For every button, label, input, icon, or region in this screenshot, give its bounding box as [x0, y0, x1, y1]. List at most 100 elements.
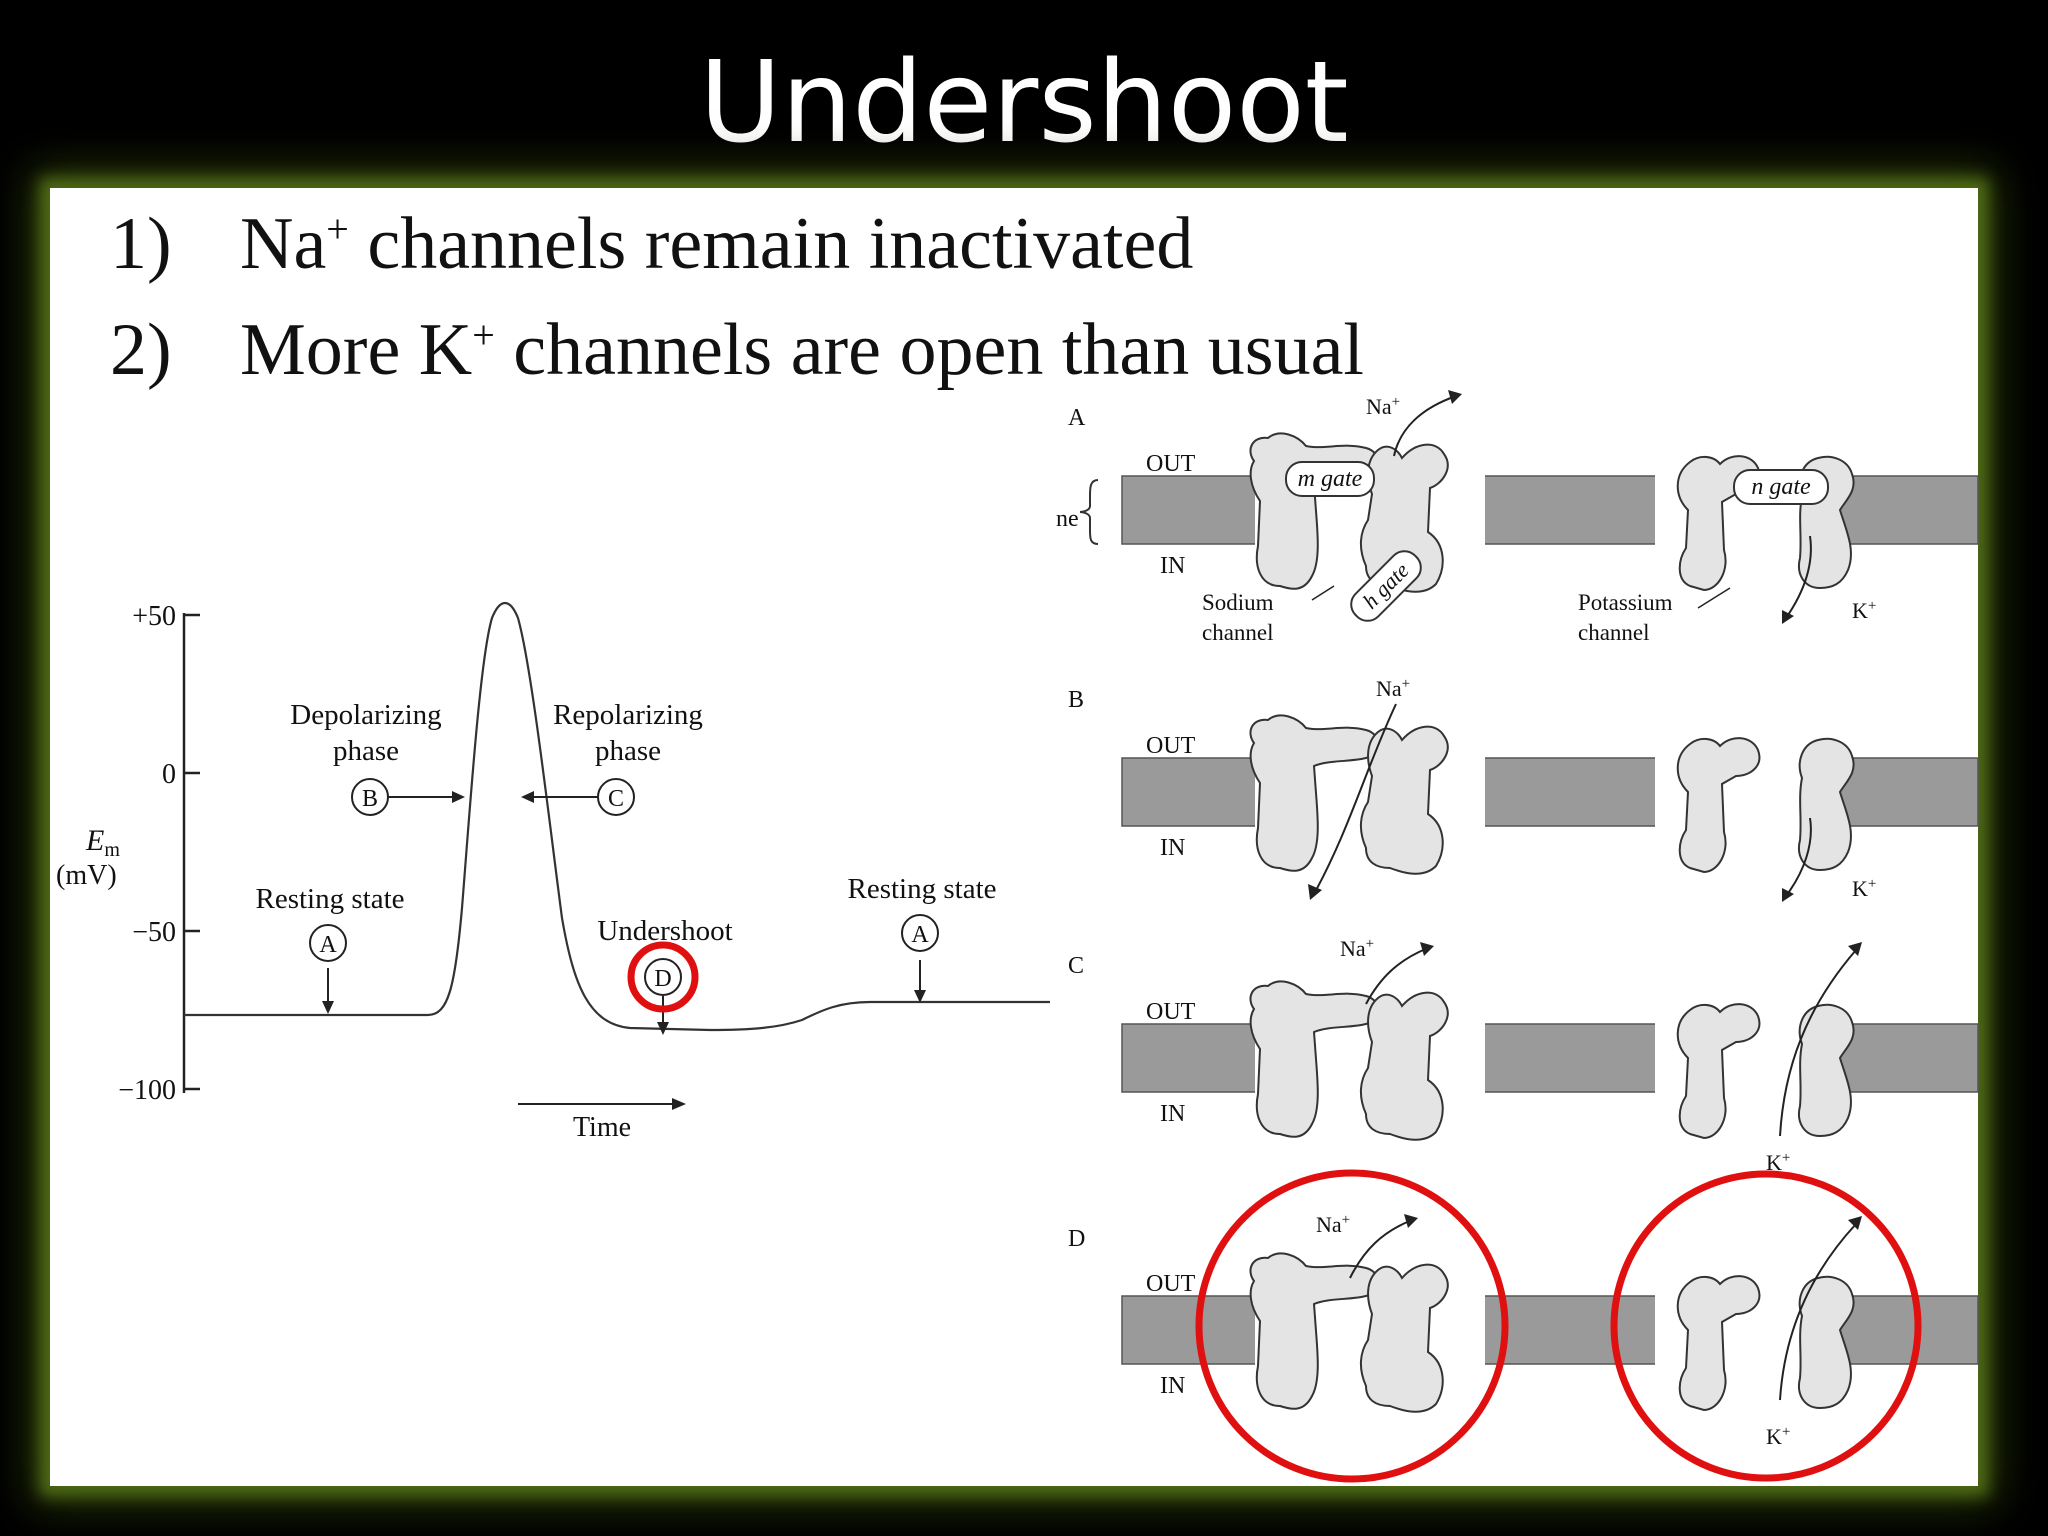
y-axis-label: Em — [85, 824, 120, 861]
na-flow-arrow — [1349, 1219, 1413, 1279]
arrowhead — [1420, 942, 1434, 956]
h-gate-box — [1350, 550, 1422, 622]
state-label-resting-right: Resting state — [847, 873, 996, 905]
arrowhead — [1782, 888, 1794, 902]
k-flow-arrow — [1779, 1223, 1857, 1401]
bullet-number: 2) — [110, 309, 172, 391]
x-axis-label: Time — [573, 1112, 631, 1143]
marker-b: B — [362, 786, 378, 812]
undershoot-highlight-circle — [627, 941, 699, 1013]
arrowhead — [657, 1022, 669, 1035]
membrane-potential-trace — [184, 601, 1050, 1032]
arrowhead — [1448, 390, 1462, 404]
na-ion-label: Na+ — [1340, 936, 1374, 961]
potassium-label: Potassium — [1578, 590, 1673, 615]
na-flow-arrow — [1313, 703, 1397, 895]
out-label: OUT — [1146, 1271, 1196, 1297]
na-flow-arrow — [1393, 395, 1457, 457]
sodium-channel-label: channel — [1202, 620, 1274, 645]
in-label: IN — [1160, 1101, 1185, 1127]
in-label: IN — [1160, 553, 1185, 579]
arrowhead — [521, 791, 534, 803]
na-ion-label: Na+ — [1376, 676, 1410, 701]
out-label: OUT — [1146, 733, 1196, 759]
arrowhead — [1308, 884, 1322, 900]
content-panel: 1)Na+ channels remain inactivated 2)More… — [50, 188, 1979, 1486]
marker-circle-a-left — [309, 924, 347, 962]
arrowhead — [1404, 1214, 1418, 1228]
panel-label-c: C — [1068, 953, 1084, 979]
k-ion-label: K+ — [1766, 1424, 1790, 1449]
state-label-repolarizing: Repolarizing — [553, 699, 703, 731]
out-label: OUT — [1146, 451, 1196, 477]
panel-label-b: B — [1068, 687, 1084, 713]
pointer-line — [1311, 585, 1335, 601]
k-flow-arrow — [1785, 535, 1812, 619]
bullet-text-end: channels remain inactivated — [348, 203, 1194, 285]
slide-title: Undershoot — [699, 38, 1349, 168]
panel-c: OUT IN Na+ K+ — [1121, 936, 1979, 1175]
m-gate-box — [1285, 461, 1375, 497]
arrowhead — [1848, 942, 1862, 956]
arrowhead — [322, 1001, 334, 1014]
partial-label: ne — [1056, 506, 1079, 532]
y-axis-unit: (mV) — [56, 860, 117, 891]
k-ion-label: K+ — [1852, 598, 1876, 623]
ion-charge: + — [326, 206, 349, 252]
k-ion-label: K+ — [1852, 876, 1876, 901]
marker-a-right: A — [911, 922, 929, 948]
sodium-label: Sodium — [1202, 590, 1274, 615]
panel-a: OUT IN ne m gate h gate n gate Na+ Sodiu… — [1056, 390, 1979, 645]
marker-circle-b — [351, 778, 389, 816]
action-potential-graph: +50 0 −50 −100 Em (mV) Resting state Dep… — [56, 601, 1050, 1143]
marker-d: D — [654, 966, 671, 992]
marker-circle-c — [597, 778, 635, 816]
na-ion-label: Na+ — [1316, 1212, 1350, 1237]
marker-c: C — [608, 786, 624, 812]
na-ion-label: Na+ — [1366, 394, 1400, 419]
m-gate-label: m gate — [1298, 466, 1363, 492]
panel-b: OUT IN Na+ K+ — [1121, 676, 1979, 902]
k-flow-arrow — [1779, 949, 1857, 1137]
ion-charge: + — [472, 312, 495, 358]
state-label-depolarizing: Depolarizing — [290, 699, 441, 731]
pointer-line — [1697, 587, 1731, 609]
state-label-resting-left: Resting state — [255, 883, 404, 915]
marker-circle-d — [644, 958, 682, 996]
tick-label-0: 0 — [162, 759, 176, 790]
panel-label-a: A — [1068, 405, 1086, 431]
panel-d: OUT IN Na+ K+ — [1121, 1169, 1979, 1483]
bullet-2: 2) More K+ channels are open than usual — [110, 308, 1364, 393]
marker-circle-a-right — [901, 914, 939, 952]
bullet-text-end: channels are open than usual — [494, 309, 1364, 391]
tick-label-minus50: −50 — [132, 917, 176, 948]
n-gate-box — [1733, 469, 1829, 505]
potassium-channel-label: channel — [1578, 620, 1650, 645]
arrowhead — [1782, 610, 1794, 624]
channel-diagram: A B C D OUT IN ne m gate h gate n gate N… — [1056, 390, 1979, 1483]
k-flow-arrow — [1785, 817, 1812, 897]
k-ion-label: K+ — [1766, 1150, 1790, 1175]
bullet-number: 1) — [110, 203, 172, 285]
tick-label-minus100: −100 — [118, 1075, 176, 1106]
bullet-1: 1) Na+ channels remain inactivated — [110, 202, 1193, 287]
tick-label-plus50: +50 — [132, 601, 176, 632]
bullet-text-start: Na — [240, 203, 327, 285]
panel-label-d: D — [1068, 1226, 1085, 1252]
sodium-highlight-circle — [1195, 1169, 1509, 1483]
state-label-repolarizing-phase: phase — [595, 735, 661, 767]
out-label: OUT — [1146, 999, 1196, 1025]
state-label-depolarizing-phase: phase — [333, 735, 399, 767]
bracket — [1079, 479, 1099, 545]
arrowhead — [672, 1098, 686, 1110]
marker-a-left: A — [319, 932, 337, 958]
arrowhead — [452, 791, 465, 803]
n-gate-label: n gate — [1751, 474, 1811, 500]
in-label: IN — [1160, 835, 1185, 861]
potassium-highlight-circle — [1610, 1170, 1922, 1482]
bullet-text-start: More K — [240, 309, 473, 391]
in-label: IN — [1160, 1373, 1185, 1399]
na-flow-arrow — [1365, 947, 1429, 1005]
arrowhead — [1848, 1216, 1862, 1230]
arrowhead — [914, 990, 926, 1003]
